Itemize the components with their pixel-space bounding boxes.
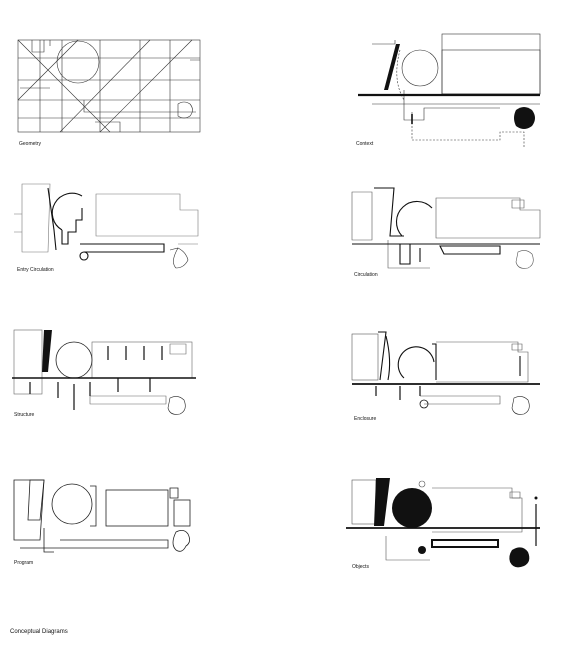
sheet-title: Conceptual Diagrams: [10, 629, 68, 635]
entry-circulation-label: Entry Circulation: [17, 267, 54, 273]
geometry-label: Geometry: [19, 141, 41, 147]
structure-label: Structure: [14, 412, 35, 418]
enclosure-diagram: [351, 331, 540, 415]
objects-diagram: [346, 478, 540, 568]
entry-circulation-diagram: [14, 183, 199, 269]
program-label: Program: [14, 560, 33, 566]
objects-label: Objects: [352, 564, 369, 570]
circulation-label: Circulation: [354, 272, 378, 278]
context-diagram: [358, 33, 541, 148]
program-diagram: [13, 479, 191, 553]
structure-diagram: [12, 329, 196, 415]
context-label: Context: [356, 141, 374, 147]
geometry-diagram: [17, 39, 201, 133]
enclosure-label: Enclosure: [354, 416, 376, 422]
circulation-diagram: [351, 187, 541, 269]
